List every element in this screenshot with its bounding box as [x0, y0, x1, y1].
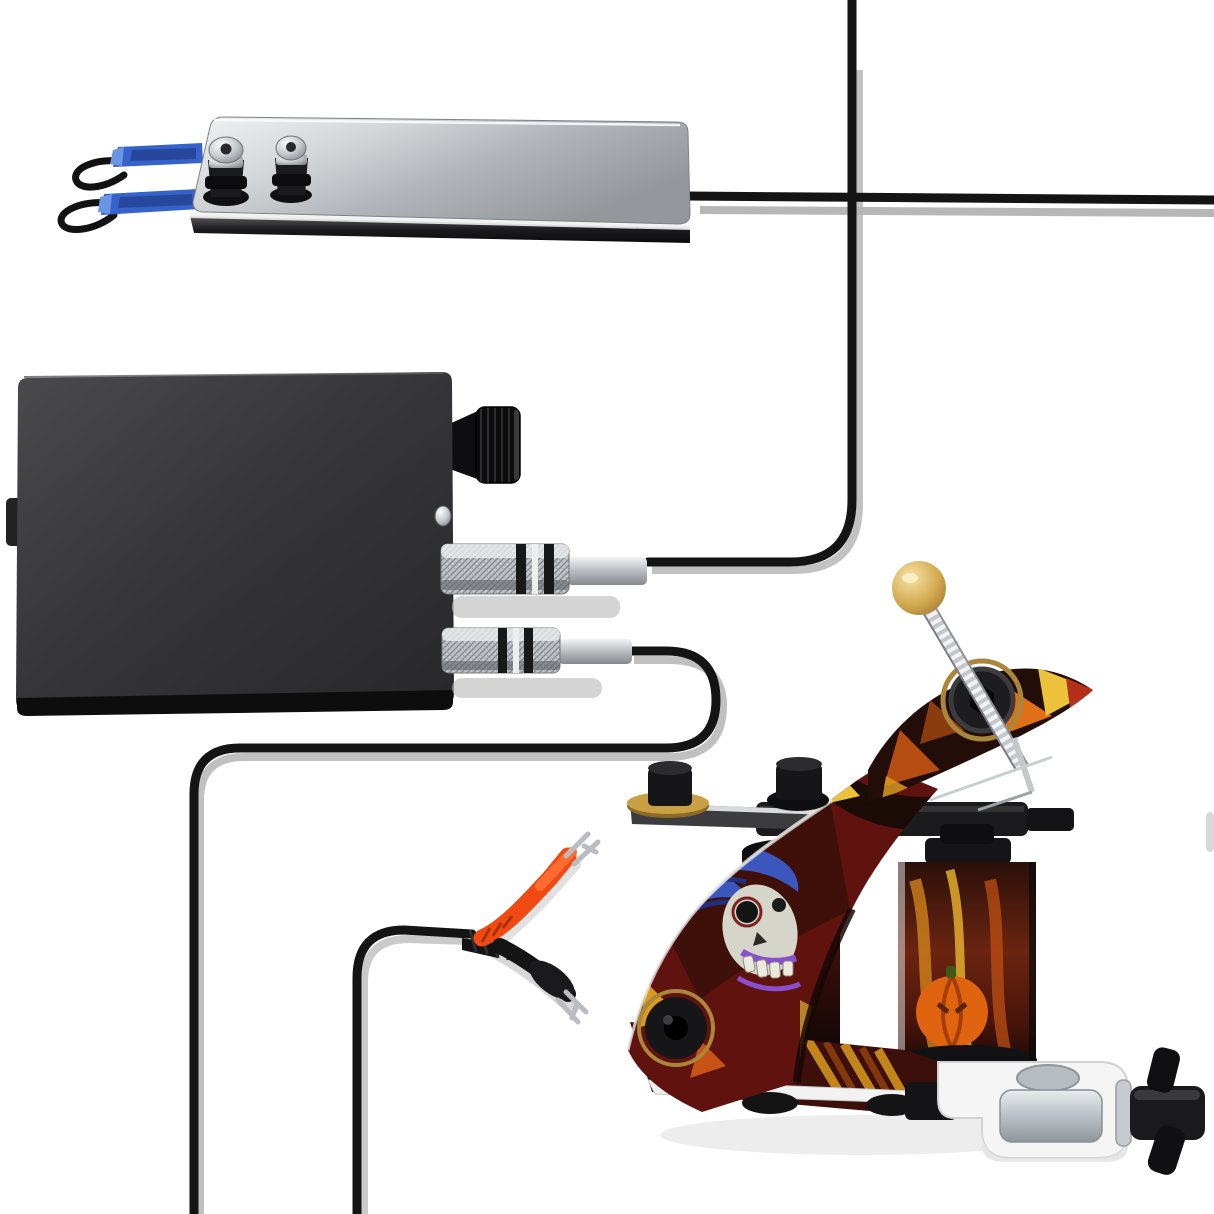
top-cable-shadow	[652, 70, 863, 574]
contact-spring	[892, 561, 1053, 812]
power-supply-top-highlight	[23, 372, 445, 378]
pedal-connector-top	[110, 143, 203, 167]
foot-pedal	[57, 116, 691, 243]
rear-binding-post	[627, 761, 709, 818]
pedal-base-gap	[190, 213, 690, 230]
cables	[189, 0, 1214, 1214]
power-supply-bottom-edge	[17, 690, 453, 716]
top-cable	[643, 0, 857, 567]
pedal-wire-bottom	[57, 199, 118, 233]
front-spring-wire	[929, 755, 1053, 802]
vise-wing-pin-top	[1146, 1047, 1180, 1093]
pedal-wire-top	[72, 157, 132, 191]
pedal-base-edge	[190, 216, 690, 243]
power-supply-box	[16, 372, 454, 710]
plug-top	[440, 543, 647, 618]
frame-band-edge-light	[626, 797, 833, 1051]
orange-fork-tip	[563, 831, 601, 867]
vise-nut-highlight	[1134, 1090, 1200, 1100]
cropped-edge-object	[1206, 812, 1214, 852]
clip-cord	[462, 831, 601, 1025]
vise-wing-pin-bottom	[1147, 1125, 1186, 1175]
pedal-cable-shadow	[699, 206, 1214, 217]
pedal-plate	[192, 116, 691, 225]
orange-prong	[473, 831, 601, 947]
front-binding-post	[767, 757, 829, 811]
machine-shadow	[660, 1115, 1060, 1155]
brass-ball-highlight	[902, 573, 918, 583]
front-lower-post	[637, 989, 715, 1067]
pedal-connector-bottom	[98, 189, 200, 215]
clipcord-cable	[352, 925, 477, 1214]
armature-bar-stub	[1026, 808, 1074, 831]
black-fork-tip	[555, 989, 589, 1025]
grommet-brass-ring	[940, 658, 1024, 742]
vise-washer	[1115, 1079, 1132, 1147]
frame-band-edge-dark	[793, 907, 856, 1083]
power-supply	[6, 372, 647, 716]
pedal-post-left	[203, 136, 249, 206]
power-supply-jack-nub	[436, 614, 447, 628]
pedal-post-right	[270, 135, 312, 203]
plug-bottom	[441, 627, 632, 698]
pedal-plate-highlight	[213, 118, 681, 127]
vise-zinc-cylinder	[999, 1089, 1103, 1143]
orange-prong-shadow	[499, 857, 581, 941]
vise-hole	[1016, 1064, 1080, 1092]
vise-lip	[982, 1130, 1128, 1162]
pedal-cable	[679, 191, 1214, 205]
brass-ball	[892, 561, 946, 615]
clipcord-cable-shadow	[360, 934, 469, 1214]
rear-coil	[897, 824, 1037, 1075]
power-supply-screw	[434, 505, 452, 527]
machine-vise	[905, 1047, 1205, 1175]
loop-cable	[189, 646, 721, 1214]
black-prong	[492, 938, 589, 1025]
tattoo-machine: NP	[626, 561, 1093, 1155]
